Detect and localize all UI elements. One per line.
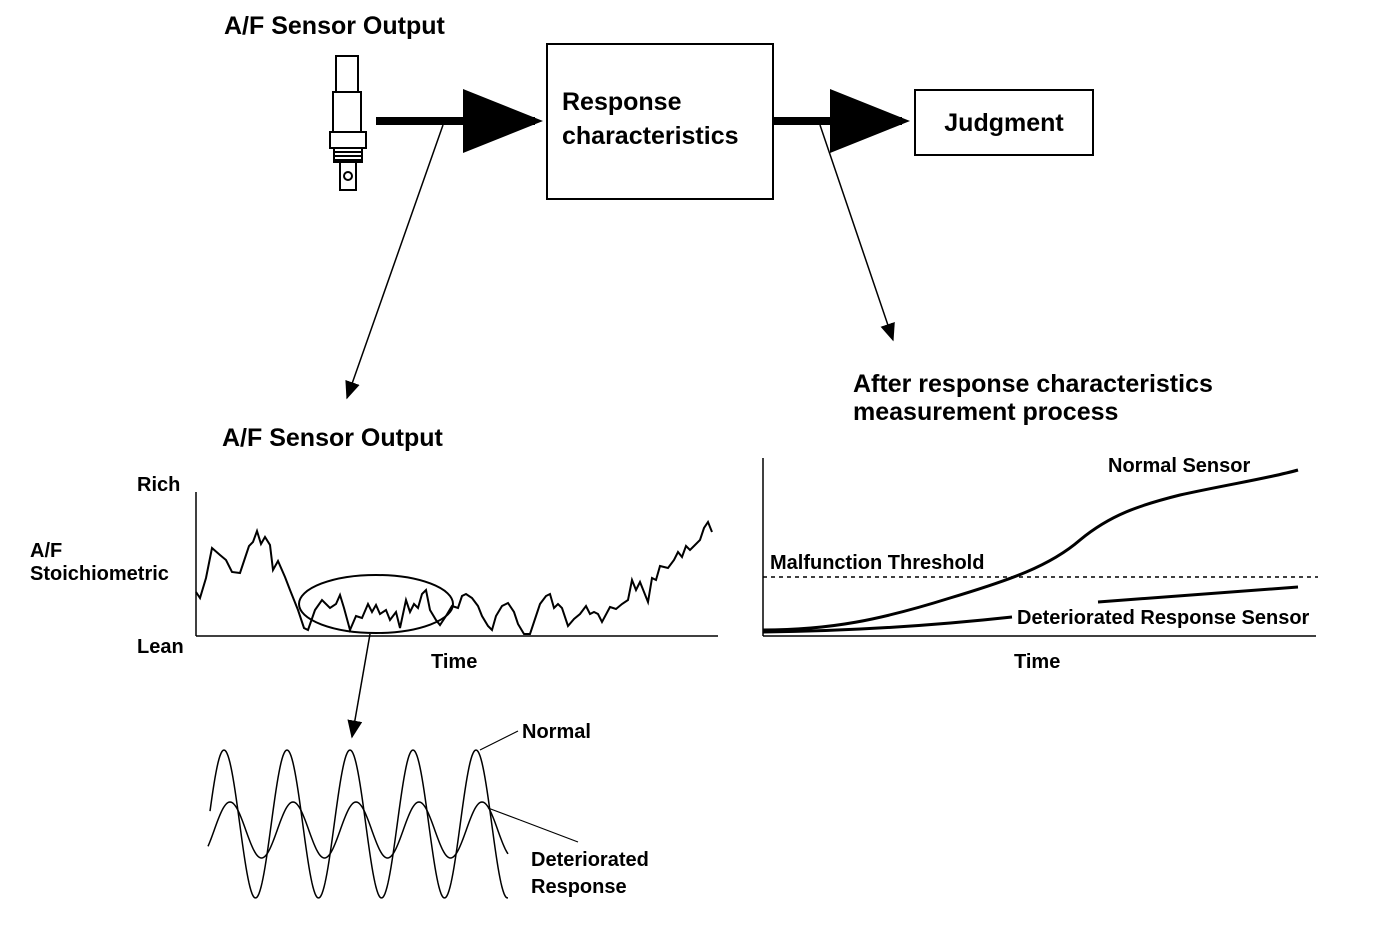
deteriorated-label-line-1: Deteriorated [531, 849, 649, 871]
normal-leader-line [479, 730, 519, 751]
callout-arrow-right [819, 124, 895, 342]
normal-wave-label: Normal [522, 721, 591, 743]
right-x-label: Time [1014, 651, 1060, 673]
zoom-ellipse [298, 574, 454, 634]
deteriorated-sensor-curve-a [762, 615, 1013, 634]
deteriorated-label-line-2: Response [531, 876, 627, 898]
right-chart-axes [762, 458, 1316, 637]
right-title-line-2: measurement process [853, 398, 1118, 426]
deteriorated-leader-line [487, 807, 521, 821]
callout-arrow-left [345, 124, 444, 400]
af-sensor-icon [329, 55, 367, 191]
response-box-line-1: Response [562, 88, 682, 116]
y-label-lean: Lean [137, 636, 184, 658]
af-sensor-output-line [195, 519, 713, 635]
deteriorated-sensor-curve-b [1097, 585, 1299, 604]
normal-sensor-curve [762, 468, 1299, 632]
malfunction-threshold-label: Malfunction Threshold [770, 552, 984, 574]
y-label-rich: Rich [137, 474, 180, 496]
left-x-label: Time [431, 651, 477, 673]
zoom-arrow [347, 633, 371, 739]
judgment-label: Judgment [944, 109, 1064, 137]
deteriorated-leader-line-2 [519, 819, 579, 843]
y-label-stoichiometric: Stoichiometric [30, 563, 169, 585]
deteriorated-response-wave [207, 801, 509, 859]
left-chart-title: A/F Sensor Output [222, 424, 444, 452]
y-label-af: A/F [30, 540, 62, 562]
sensor-output-title: A/F Sensor Output [224, 12, 446, 40]
normal-response-wave [209, 749, 508, 899]
right-title-line-1: After response characteristics [853, 370, 1213, 398]
judgment-box [914, 89, 1094, 156]
normal-sensor-label: Normal Sensor [1108, 455, 1250, 477]
left-chart-axes [195, 492, 718, 637]
deteriorated-sensor-label: Deteriorated Response Sensor [1017, 607, 1310, 629]
response-box-line-2: characteristics [562, 122, 739, 150]
